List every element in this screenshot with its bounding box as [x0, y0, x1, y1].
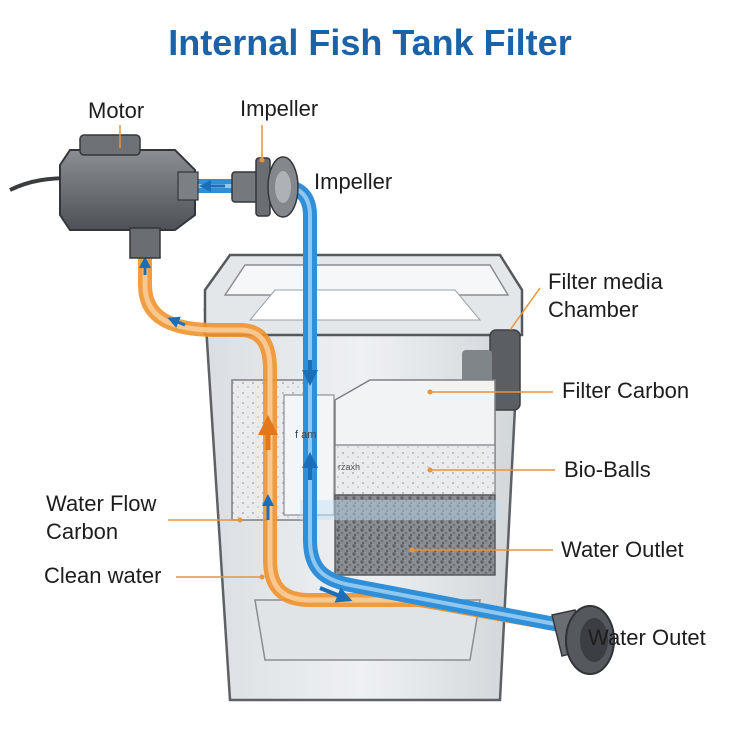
label-water-outlet: Water Outlet — [561, 537, 684, 562]
gravel-layer — [334, 494, 496, 576]
motor — [59, 134, 199, 259]
diagram-title: Internal Fish Tank Filter — [168, 22, 572, 63]
label-clean-water: Clean water — [44, 563, 162, 588]
label-filter-media-line1: Filter media — [548, 269, 663, 294]
label-impeller-top: Impeller — [240, 96, 319, 121]
label-filter-carbon: Filter Carbon — [562, 378, 690, 403]
label-motor: Motor — [88, 98, 145, 123]
leader-lines — [119, 125, 555, 578]
label-water-flow-line2: Carbon — [46, 519, 119, 544]
label-filter-media: Filter media Chamber — [548, 268, 663, 324]
label-impeller-right: Impeller — [314, 169, 393, 194]
label-water-flow-line1: Water Flow — [46, 491, 157, 516]
water-line — [300, 500, 500, 520]
leader-dots — [237, 157, 433, 580]
label-bio-balls: Bio-Balls — [564, 457, 651, 482]
label-filter-media-line2: Chamber — [548, 297, 639, 322]
outlet-nozzle — [551, 605, 615, 675]
label-water-outet: Water Outet — [588, 625, 706, 650]
label-water-flow: Water Flow Carbon — [46, 490, 156, 546]
sponge-text-a: f am — [295, 429, 316, 441]
impeller-assembly — [231, 156, 299, 218]
sponge-text-b: rzaxh — [338, 462, 360, 472]
